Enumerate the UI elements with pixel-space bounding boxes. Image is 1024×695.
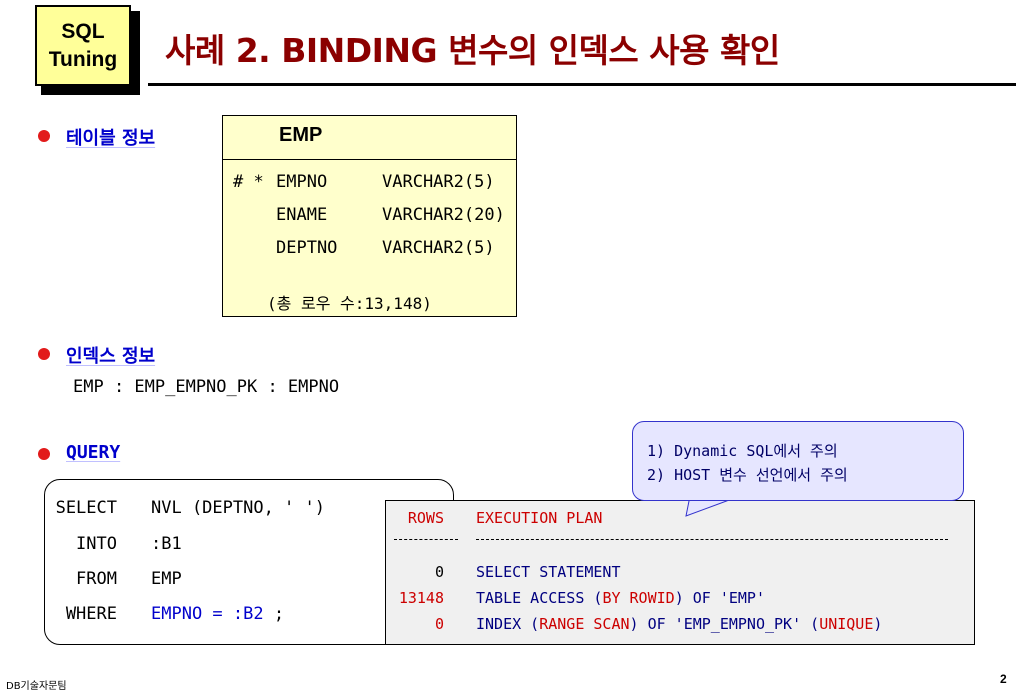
op-text: ) [873,615,883,633]
callout-line-1: 1) Dynamic SQL에서 주의 [647,442,838,460]
table-info-label: 테이블 정보 [66,128,156,149]
sql-clause: NVL (DEPTNO, ' ') [151,498,325,518]
column-type: VARCHAR2(5) [382,238,495,258]
plan-dash-rule [476,539,948,540]
plan-header-label: EXECUTION PLAN [476,509,603,527]
op-text: INDEX ( [476,615,540,633]
sql-clause: :B1 [151,534,182,554]
pk-marker: # * [233,172,264,192]
column-name: EMPNO [276,172,328,192]
plan-operation: SELECT STATEMENT [476,563,621,581]
table-name: EMP [279,124,323,146]
sql-keyword: INTO [76,534,117,554]
execution-plan-box: ROWS EXECUTION PLAN 0 SELECT STATEMENT 1… [385,500,975,645]
table-divider [223,159,516,160]
row-count: 0 [434,563,444,581]
op-highlight: BY ROWID [602,589,675,607]
index-definition: EMP : EMP_EMPNO_PK : EMPNO [73,377,340,397]
page-number: 2 [1000,672,1007,686]
sql-clause: EMP [151,569,182,589]
op-highlight: RANGE SCAN [539,615,630,633]
row-count: (총 로우 수:13,148) [267,294,432,313]
index-info-label: 인덱스 정보 [66,346,156,367]
column-name: DEPTNO [276,238,338,258]
callout-line-2: 2) HOST 변수 선언에서 주의 [647,466,848,484]
plan-operation: TABLE ACCESS (BY ROWID) OF 'EMP' [476,589,765,607]
bullet-dot-icon [38,348,50,360]
caution-callout: 1) Dynamic SQL에서 주의 2) HOST 변수 선언에서 주의 [632,421,964,501]
sql-keyword: FROM [76,569,117,589]
rows-dash-rule [394,539,458,540]
title-divider [148,83,1016,86]
bullet-dot-icon [38,130,50,142]
sql-tuning-logo: SQL Tuning [35,5,131,86]
statement-end: ; [263,604,285,624]
op-highlight: UNIQUE [819,615,874,633]
emp-table-box: EMP # * EMPNO VARCHAR2(5) ENAME VARCHAR2… [222,115,517,317]
plan-operation: INDEX (RANGE SCAN) OF 'EMP_EMPNO_PK' (UN… [476,615,882,633]
op-text: ) OF 'EMP_EMPNO_PK' ( [629,615,820,633]
query-label: QUERY [66,442,121,463]
logo-line-1: SQL [61,20,105,43]
row-count: 13148 [398,589,444,607]
op-text: TABLE ACCESS ( [476,589,603,607]
slide-title: 사례 2. BINDING 변수의 인덱스 사용 확인 [165,31,780,70]
sql-clause: EMPNO = :B2 ; [151,604,284,624]
bullet-dot-icon [38,448,50,460]
rows-header: ROWS [407,509,444,527]
op-text: ) OF 'EMP' [674,589,765,607]
column-type: VARCHAR2(5) [382,172,495,192]
sql-keyword: WHERE [65,604,117,624]
sql-keyword: SELECT [55,498,117,518]
column-type: VARCHAR2(20) [382,205,505,225]
bind-condition: EMPNO = :B2 [151,604,264,624]
logo-line-2: Tuning [48,48,118,71]
row-count: 0 [434,615,444,633]
footer-team: DB기술자문팀 [6,681,67,692]
column-name: ENAME [276,205,328,225]
